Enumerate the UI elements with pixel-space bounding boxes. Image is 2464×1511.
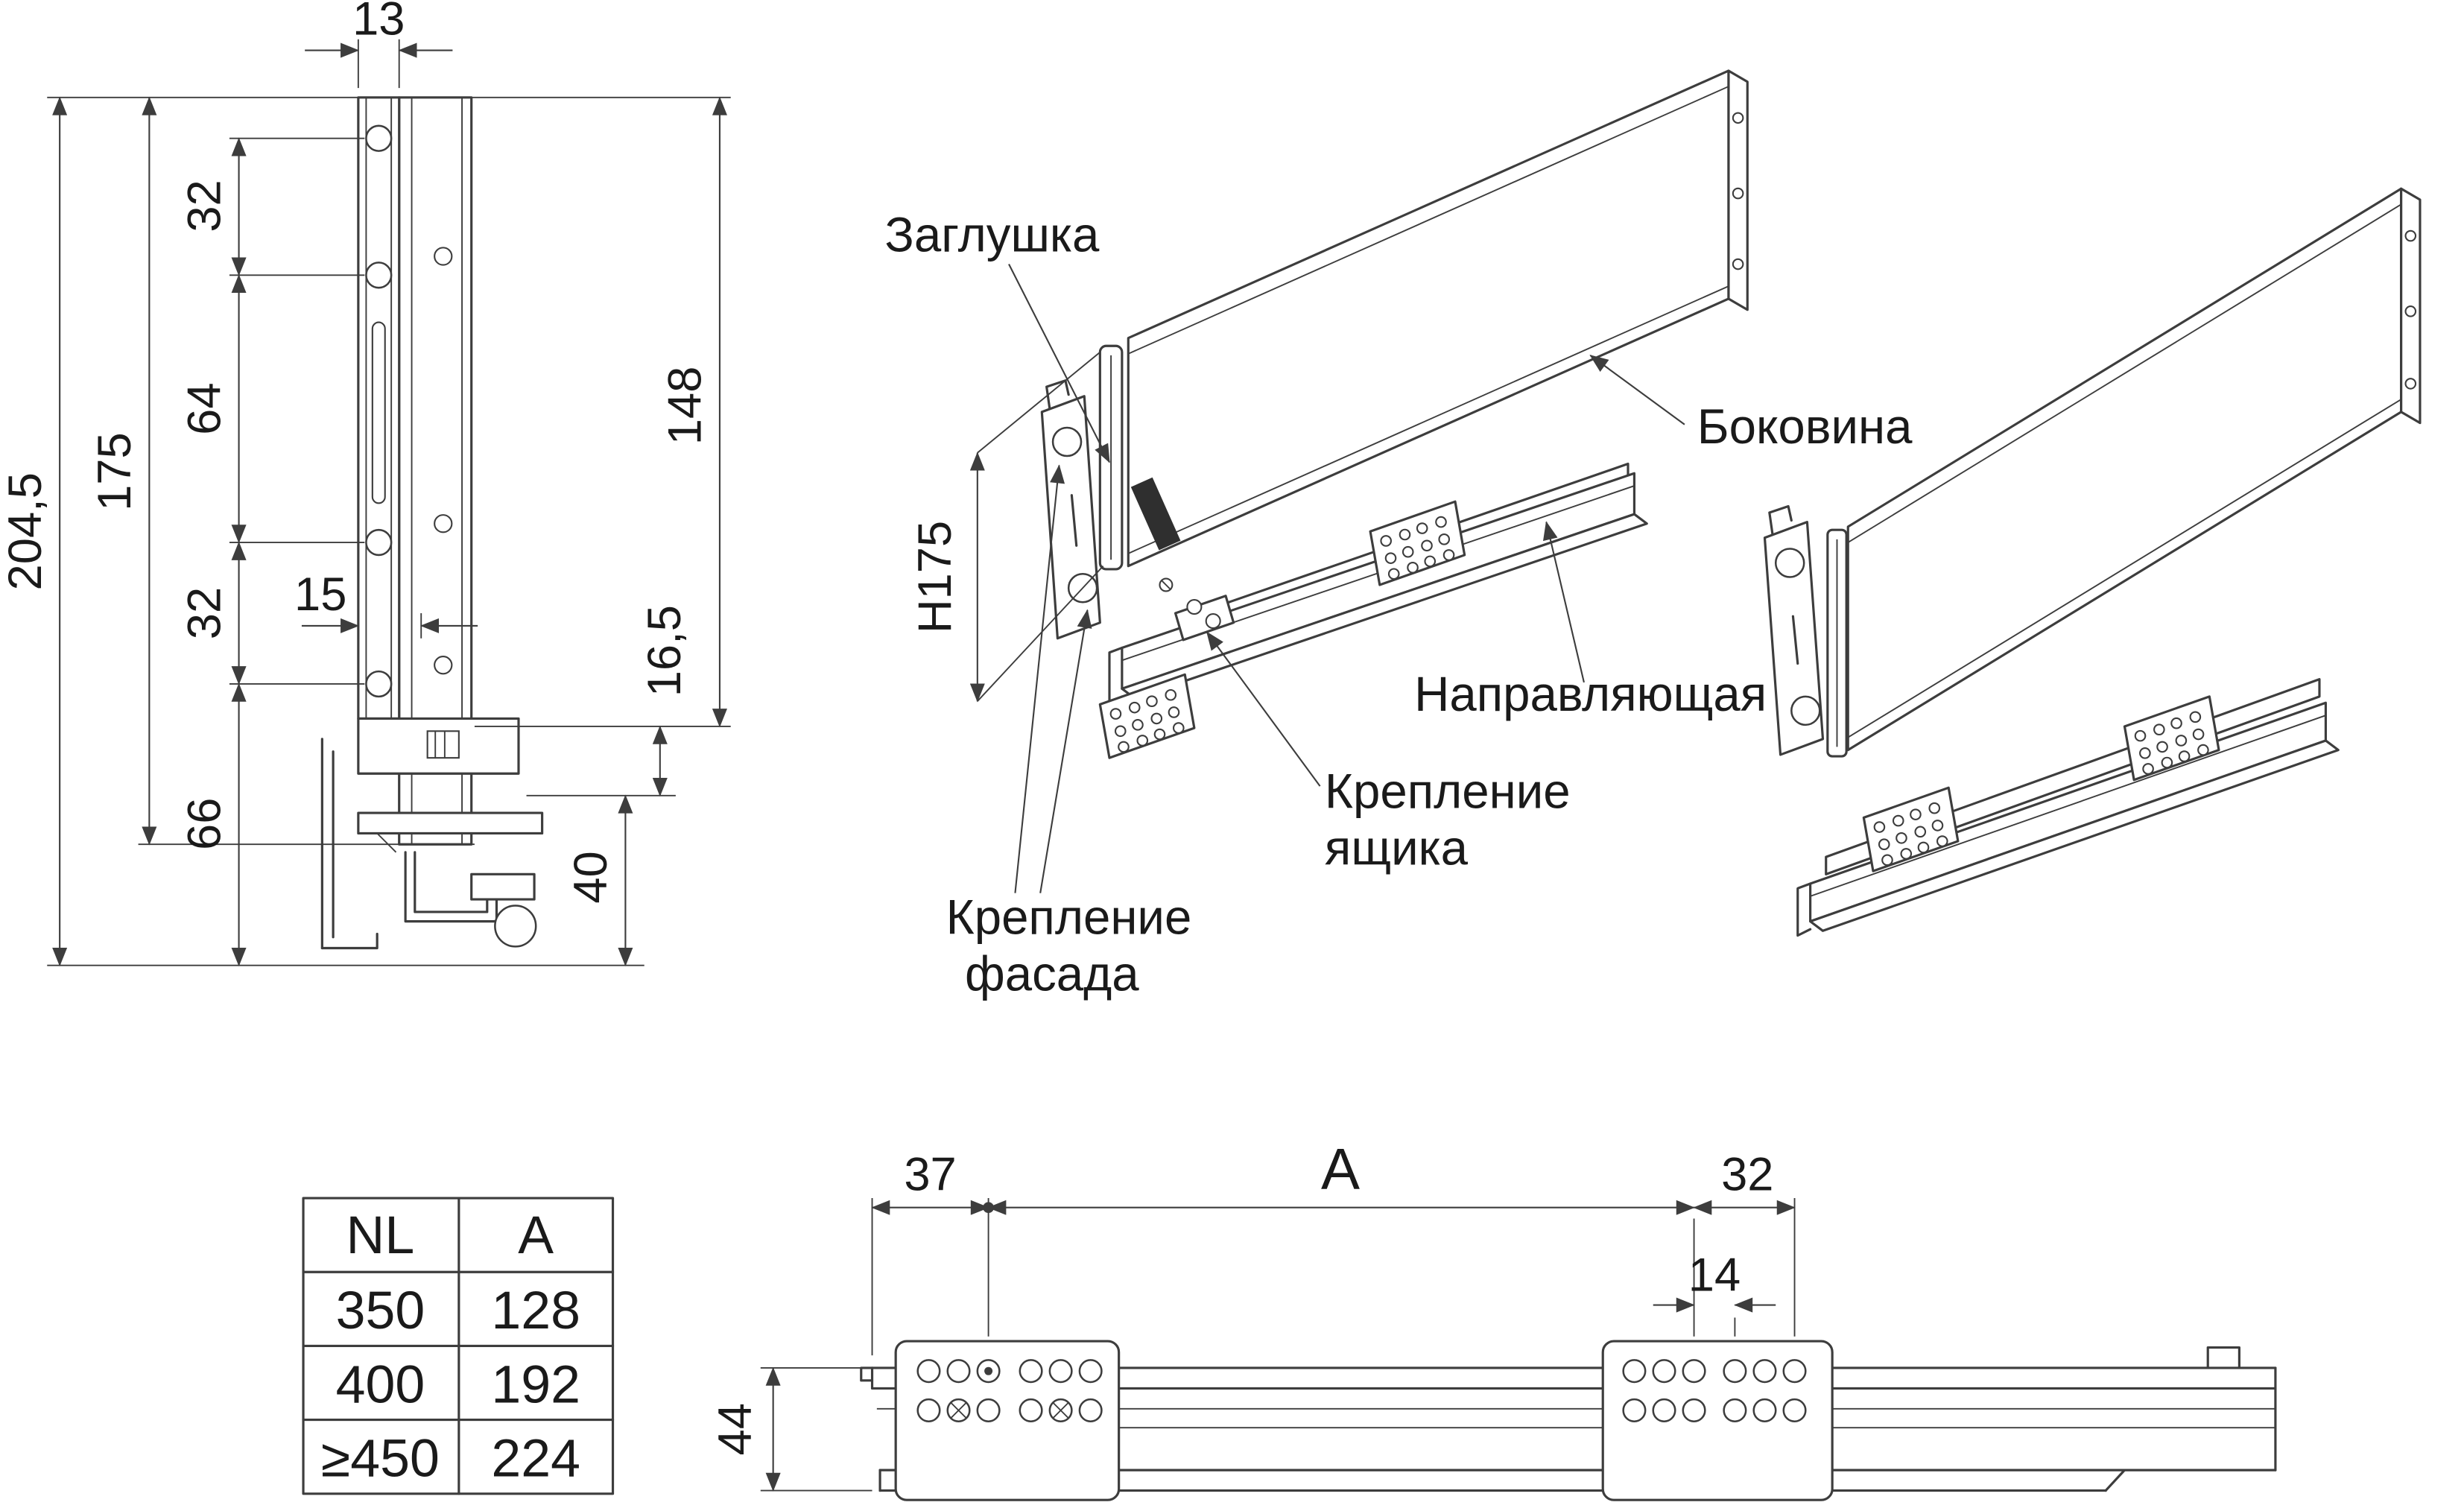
exploded-mid-plate-holes	[1380, 516, 1455, 580]
assembled-facade-bracket	[1763, 504, 1825, 756]
table-cell-a-192: 192	[491, 1355, 580, 1414]
exploded-cap	[1098, 344, 1124, 571]
exploded-guide-rail	[1098, 462, 1648, 759]
exploded-view: H175 Заглушка Боковина Направляющая Креп…	[884, 69, 1913, 1001]
table-cell-nl-450: ≥450	[321, 1429, 440, 1489]
assembled-guide-rail	[1796, 678, 2340, 937]
exploded-facade-bracket	[1040, 379, 1101, 640]
dim-h175: H175	[909, 521, 961, 633]
dim-a: A	[1321, 1135, 1360, 1201]
dim-total-204-5: 204,5	[0, 472, 51, 590]
rail-right-plate	[1601, 1340, 1834, 1501]
label-guide-rail: Направляющая	[1414, 667, 1767, 721]
assembled-left-plate-holes	[1873, 802, 1948, 867]
dim-front-15: 15	[294, 568, 346, 621]
dim-32: 32	[1721, 1148, 1773, 1200]
dim-bottom-66: 66	[178, 798, 230, 850]
dim-height-40: 40	[565, 851, 617, 903]
label-drawer-mount-2: ящика	[1325, 821, 1469, 875]
label-side-panel: Боковина	[1697, 399, 1913, 454]
dim-14: 14	[1688, 1249, 1741, 1302]
label-facade-mount-2: фасада	[965, 946, 1139, 1001]
rail-side-view: 37 A 32 14 44	[709, 1135, 2277, 1501]
table-cell-a-128: 128	[491, 1281, 580, 1340]
label-drawer-mount-1: Крепление	[1325, 764, 1571, 819]
assembled-side-panel	[1846, 187, 2422, 752]
table-cell-nl-350: 350	[336, 1281, 425, 1340]
dim-height-148: 148	[659, 367, 712, 446]
dim-37: 37	[904, 1148, 956, 1200]
table-cell-a-224: 224	[491, 1429, 580, 1489]
exploded-drawer-bracket	[1159, 577, 1235, 642]
side-view: 13 204,5 175 32 64 32 66	[0, 0, 731, 966]
assembled-cap	[1826, 528, 1848, 758]
exploded-labels: Заглушка Боковина Направляющая Крепление…	[884, 208, 1913, 1001]
table-header-nl: NL	[346, 1206, 415, 1265]
dim-width-13: 13	[352, 0, 405, 45]
label-facade-mount-1: Крепление	[946, 890, 1192, 945]
size-table: NL A 350 128 400 192 ≥450 224	[302, 1197, 615, 1495]
label-cap: Заглушка	[884, 208, 1100, 262]
dim-spacing-32-top: 32	[178, 180, 230, 232]
rail-left-plate	[894, 1340, 1121, 1501]
table-header-a: A	[518, 1206, 554, 1265]
brand-plate	[1130, 477, 1181, 551]
dim-height-16-5: 16,5	[639, 605, 691, 697]
rail-dimensions: 37 A 32 14 44	[709, 1135, 1796, 1492]
table-cell-nl-400: 400	[336, 1355, 425, 1414]
dim-spacing-64: 64	[178, 382, 230, 434]
exploded-side-panel	[1127, 69, 1749, 568]
assembled-mid-plate-holes	[2134, 711, 2209, 775]
side-view-bracket	[320, 717, 544, 950]
exploded-rear-plate-holes	[1109, 688, 1185, 753]
side-view-dimensions: 13 204,5 175 32 64 32 66	[0, 0, 731, 966]
dim-height-175: 175	[89, 432, 141, 511]
exploded-dim-h175: H175	[909, 351, 1104, 703]
assembled-view	[1763, 187, 2422, 937]
dim-44: 44	[709, 1403, 761, 1455]
dim-spacing-32-low: 32	[178, 587, 230, 639]
